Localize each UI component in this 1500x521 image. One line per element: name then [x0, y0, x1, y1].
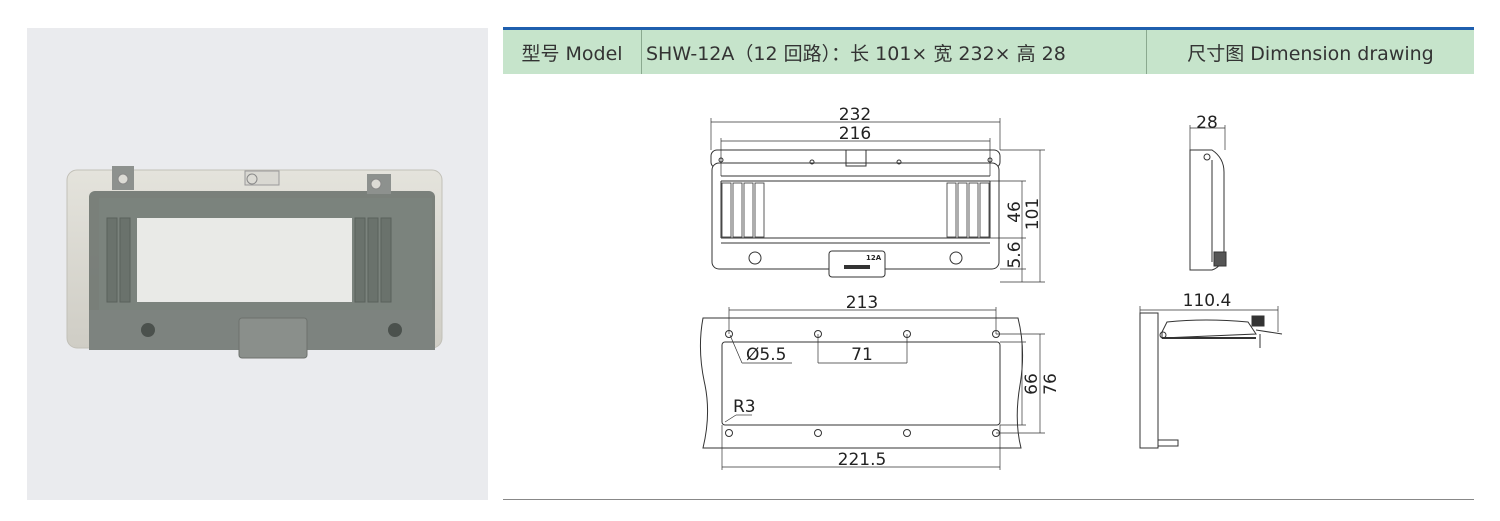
dim-28: 28	[1196, 113, 1218, 133]
front-dimensions	[710, 118, 1045, 283]
latch-label: 12A	[866, 254, 882, 262]
bottom-divider	[503, 499, 1474, 500]
dim-221-5: 221.5	[838, 450, 887, 470]
dim-5-6: 5.6	[1005, 241, 1025, 268]
dim-76: 76	[1041, 373, 1061, 395]
dim-101: 101	[1023, 198, 1043, 230]
dim-hole-diameter: Ø5.5	[746, 345, 786, 365]
dim-71: 71	[851, 345, 873, 365]
open-side-view	[1139, 306, 1283, 449]
dim-corner-radius: R3	[733, 397, 756, 417]
dimension-drawing-label: 尺寸图 Dimension drawing	[1187, 42, 1434, 65]
dim-216: 216	[839, 124, 871, 144]
dim-213: 213	[846, 293, 878, 313]
product-photo	[27, 28, 488, 500]
spec-header: 型号 Model SHW-12A（12 回路）：长 101× 宽 232× 高 …	[503, 30, 1474, 74]
dim-232: 232	[839, 105, 871, 125]
dim-110-4: 110.4	[1183, 291, 1232, 311]
model-label: 型号 Model	[503, 30, 642, 74]
enclosure-window-photo	[66, 166, 443, 359]
header-accent-line	[503, 27, 1474, 30]
dim-66: 66	[1022, 373, 1042, 395]
front-view: 12A	[710, 149, 1001, 278]
dim-46: 46	[1005, 201, 1025, 223]
cutout-view	[699, 307, 1045, 470]
side-view	[1189, 125, 1227, 271]
model-spec: SHW-12A（12 回路）：长 101× 宽 232× 高 28	[642, 30, 1147, 74]
